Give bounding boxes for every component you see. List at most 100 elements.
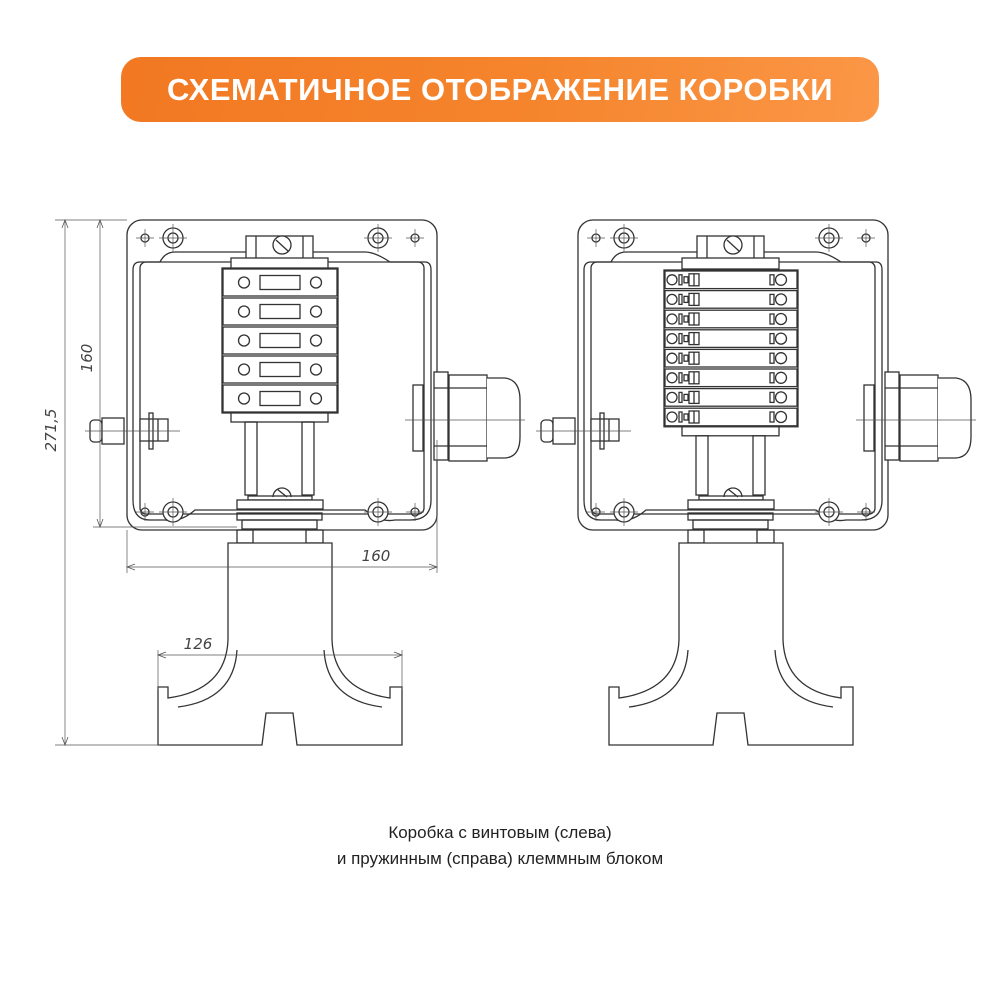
terminal-row: [222, 268, 338, 297]
caption-line-1: Коробка с винтовым (слева): [388, 823, 612, 842]
spring-lever: [683, 374, 689, 382]
dimension-arrow: [393, 651, 404, 659]
cable-gland-body: [899, 374, 939, 462]
terminal-screw: [309, 363, 323, 376]
support-post: [695, 435, 709, 496]
spring-lever: [683, 315, 689, 323]
spring-terminal-opening: [774, 312, 788, 326]
terminal-screw: [309, 276, 323, 289]
spring-lever: [678, 274, 683, 286]
cable-gland-dome: [938, 377, 972, 459]
terminal-label: [259, 303, 301, 320]
pedestal-arc: [774, 649, 834, 708]
spring-terminal-opening: [774, 332, 788, 345]
cable-gland-nut: [433, 371, 449, 461]
terminal-screw: [237, 305, 251, 318]
spring-terminal-opening: [774, 293, 788, 306]
dimension-lines: [55, 218, 439, 747]
nut: [756, 529, 775, 544]
spring-terminal-opening: [666, 293, 678, 306]
terminal-row: [222, 355, 338, 384]
spring-lever: [683, 334, 689, 343]
spring-terminal-opening: [774, 352, 788, 365]
mount-flange: [692, 519, 769, 530]
spring-lever: [678, 391, 683, 404]
base-plate: [687, 499, 775, 510]
terminal-label: [259, 390, 301, 407]
dim-box-width: 160: [362, 547, 391, 565]
spring-lever: [769, 352, 775, 364]
spring-terminal-opening: [666, 391, 678, 404]
terminal-row: [664, 329, 798, 349]
spring-lever: [769, 411, 775, 423]
base-plate: [236, 499, 324, 510]
terminal-screw: [237, 276, 251, 289]
spring-terminal-opening: [774, 273, 788, 286]
right-box-spring-terminals: [536, 219, 976, 746]
nut: [305, 529, 324, 544]
dimension-arrow: [156, 651, 167, 659]
spring-lever: [678, 332, 683, 345]
screw-slot: [726, 239, 740, 252]
nut: [687, 529, 705, 544]
spring-terminal-opening: [666, 332, 678, 345]
nut: [236, 529, 254, 544]
din-rail-bottom: [230, 412, 329, 423]
spring-lever: [769, 391, 775, 404]
spring-terminal-opening: [666, 411, 678, 423]
support-post: [752, 435, 766, 496]
spring-terminal-opening: [666, 274, 678, 286]
terminal-label: [259, 332, 301, 349]
dimension-arrow: [96, 518, 104, 529]
ground-bolt: [139, 418, 169, 442]
caption: Коробка с винтовым (слева) и пружинным (…: [0, 820, 1000, 872]
terminal-screw: [309, 334, 323, 347]
enclosure-lid-frame: [583, 251, 883, 522]
terminal-row: [664, 368, 798, 388]
din-rail-top: [681, 257, 780, 270]
cable-gland-nut: [884, 371, 900, 461]
dimension-arrow: [61, 218, 69, 229]
cable-gland-dome: [487, 377, 521, 459]
terminal-label: [259, 274, 301, 291]
dimension-arrow: [428, 563, 439, 571]
mount-flange: [241, 519, 318, 530]
spring-lever: [769, 372, 775, 384]
page-title: СХЕМАТИЧНОЕ ОТОБРАЖЕНИЕ КОРОБКИ: [166, 71, 834, 107]
terminal-row: [664, 270, 798, 290]
terminal-row: [664, 309, 798, 329]
spring-terminal-opening: [774, 410, 788, 424]
terminal-screw: [309, 392, 323, 405]
spring-lever: [769, 332, 775, 345]
gland-seal: [412, 384, 424, 452]
pedestal-base: [157, 542, 403, 746]
screw-slot: [275, 239, 289, 252]
spring-lever: [683, 295, 689, 304]
pedestal-arc: [177, 649, 238, 708]
spring-lever: [683, 354, 689, 362]
dimension-arrow: [125, 563, 136, 571]
spring-terminal-opening: [666, 352, 678, 364]
left-box-screw-terminals: [85, 219, 525, 746]
spring-lever: [678, 411, 683, 423]
spring-lever: [769, 293, 775, 306]
terminal-block: [663, 269, 799, 428]
spring-lever: [683, 413, 689, 421]
spring-lever: [769, 274, 775, 286]
spring-lever: [678, 372, 683, 384]
terminal-screw: [237, 334, 251, 347]
pedestal-arc: [323, 649, 383, 708]
terminal-row: [664, 387, 798, 407]
terminal-row: [222, 384, 338, 413]
support-post: [244, 421, 258, 496]
din-rail-bottom: [681, 426, 780, 437]
spring-terminal-opening: [774, 391, 788, 404]
gland-seal: [863, 384, 875, 452]
pedestal-arc: [628, 649, 689, 708]
spring-lever: [678, 293, 683, 306]
enclosure-lid-frame: [132, 251, 432, 522]
spring-lever: [678, 313, 683, 325]
terminal-screw: [237, 392, 251, 405]
pedestal-base: [608, 542, 854, 746]
